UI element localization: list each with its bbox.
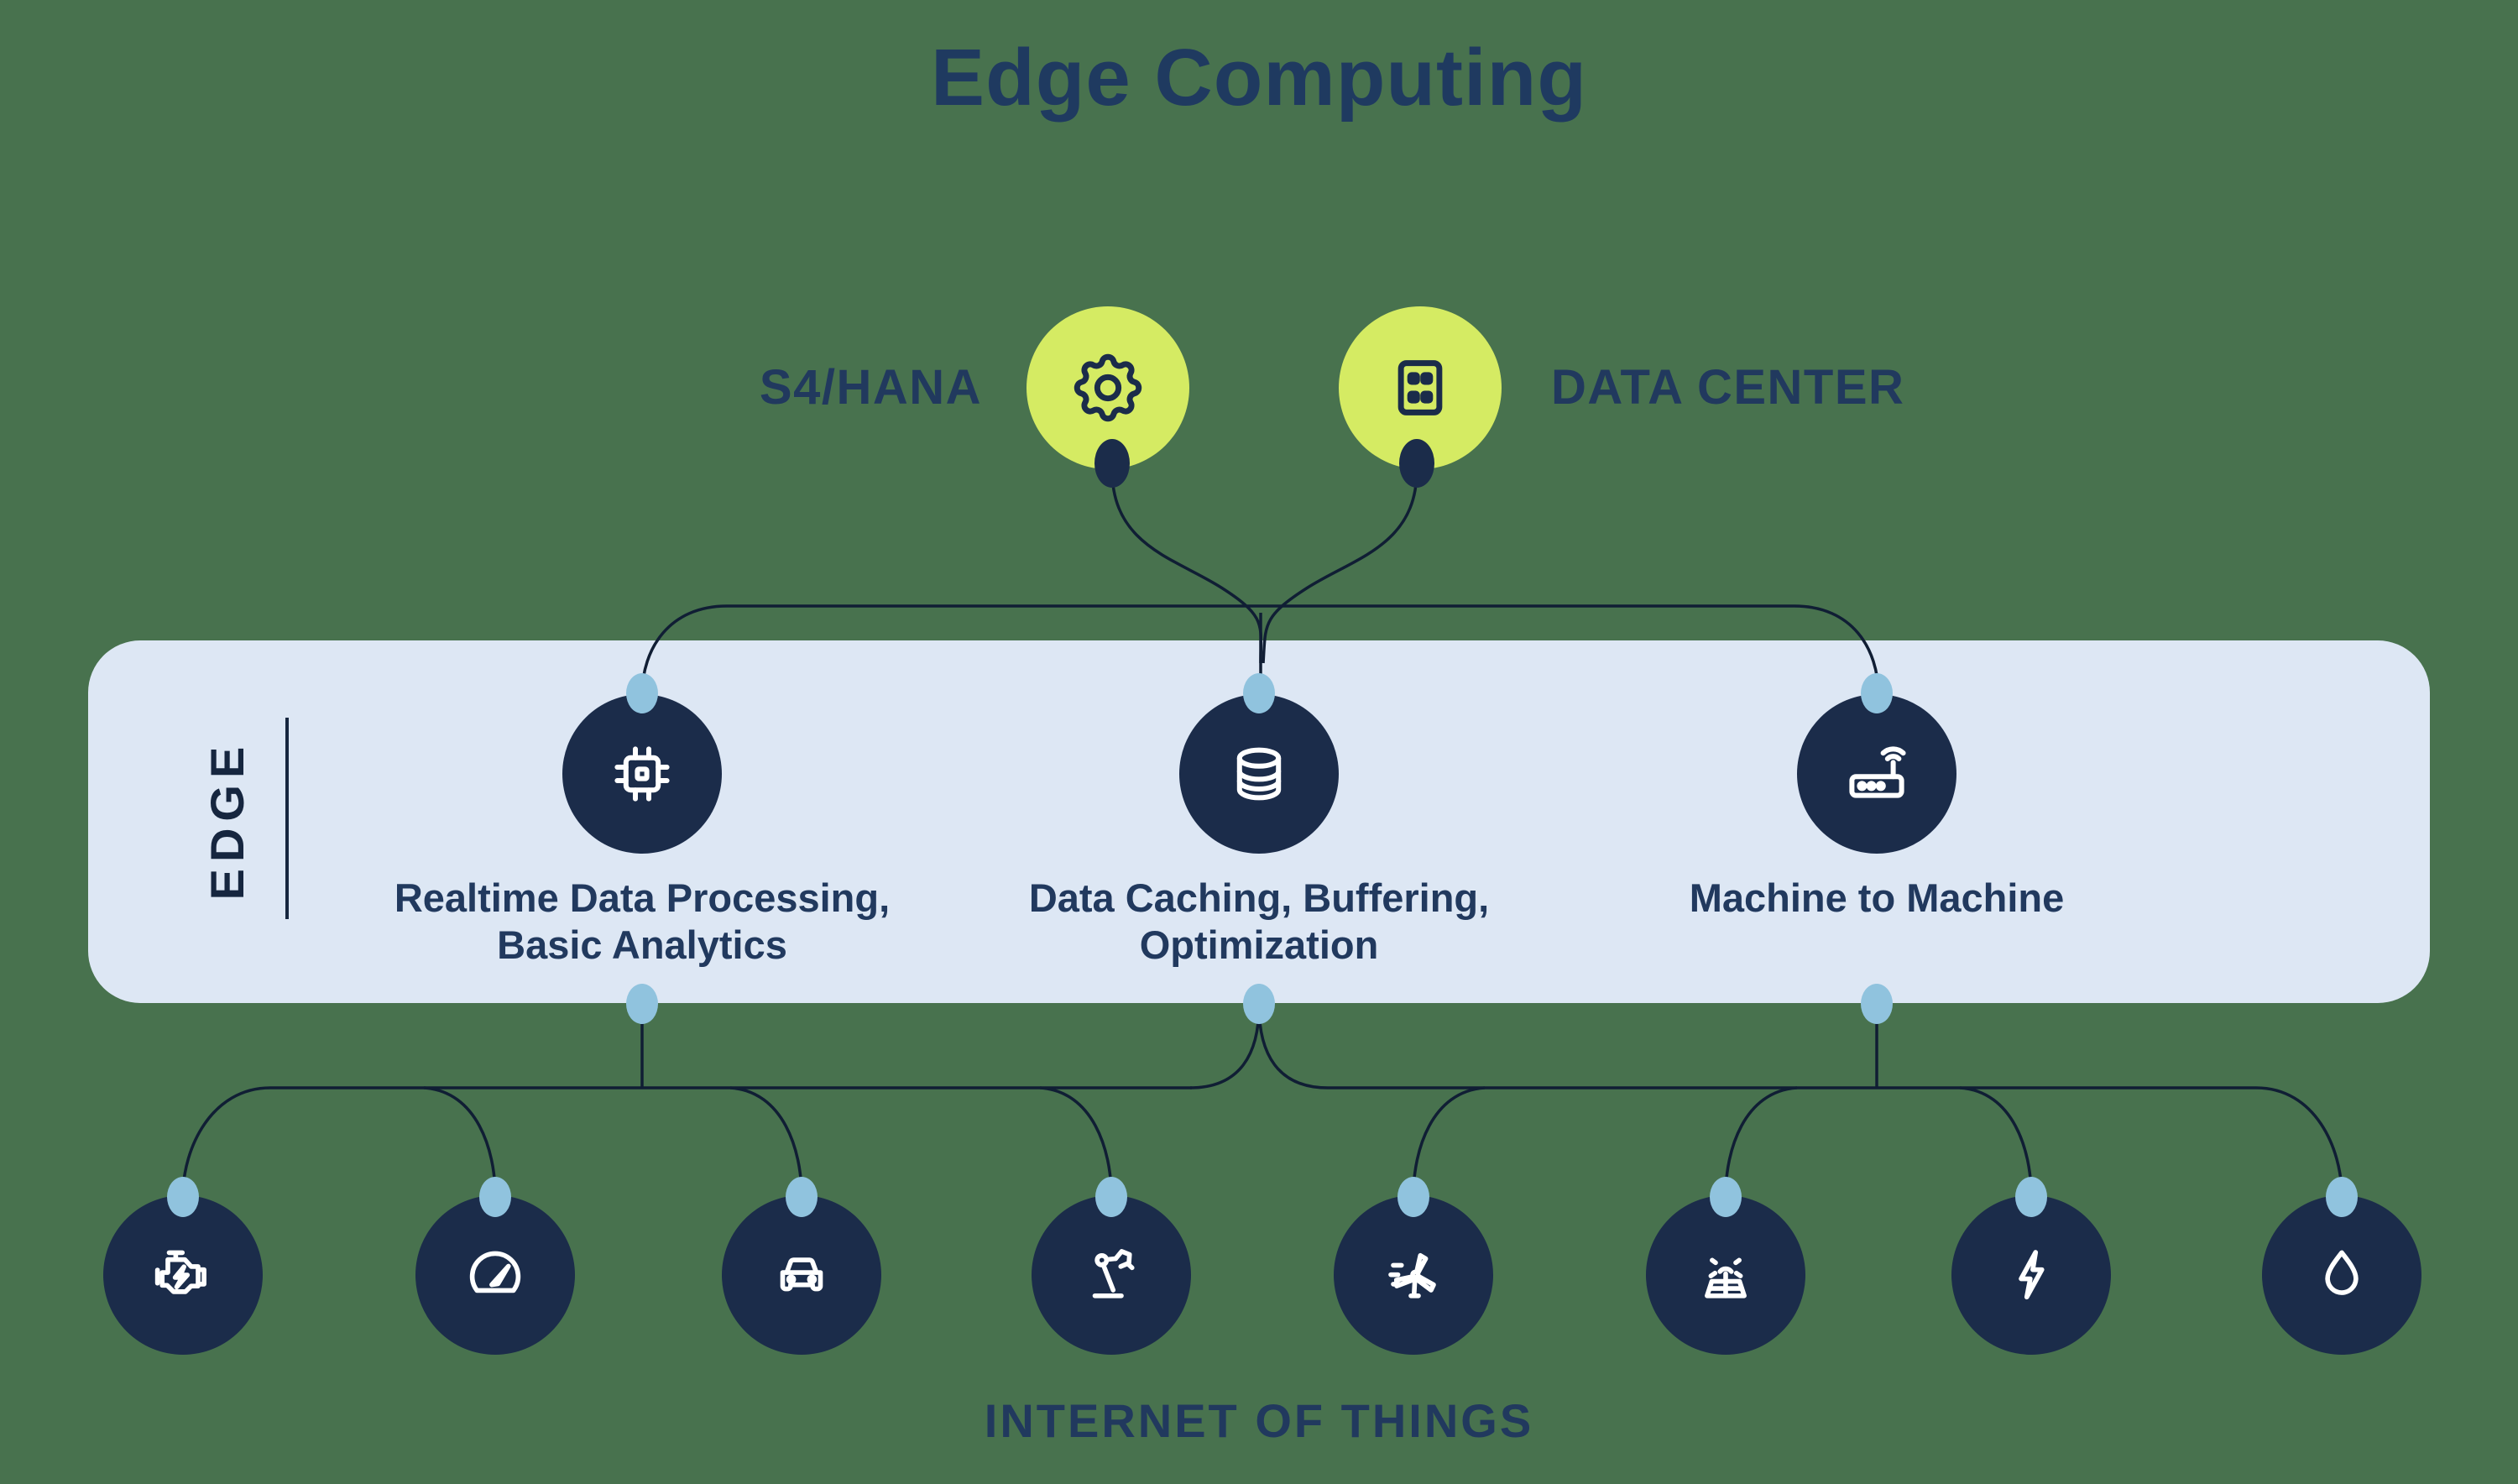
connector-edge-middle-right-feeder <box>1257 1005 1329 1089</box>
edge-node-m2m <box>1797 694 1956 854</box>
page-title: Edge Computing <box>931 33 1587 123</box>
iot-node-speedometer <box>415 1195 575 1355</box>
edge-node-caching-label-line2: Optimization <box>1139 922 1379 967</box>
car-icon <box>780 1257 823 1292</box>
connector-edge-middle-left-feeder <box>1189 1005 1261 1089</box>
connector-bottom-left-trunk <box>181 1086 1192 1196</box>
iot-node-engine <box>103 1195 263 1355</box>
robot-arm-icon <box>1092 1249 1135 1298</box>
speedometer-icon <box>469 1251 521 1293</box>
edge-node-caching-label: Data Caching, Buffering, Optimization <box>923 875 1595 969</box>
edge-label-divider <box>285 718 289 919</box>
edge-node-processing-label-line1: Realtime Data Processing, <box>394 875 891 920</box>
cpu-chip-icon <box>614 746 670 802</box>
edge-node-caching-label-line1: Data Caching, Buffering, <box>1028 875 1490 920</box>
gear-icon <box>1074 353 1142 422</box>
connector-drop-car <box>729 1086 803 1196</box>
connector-s4hana-to-junction <box>1110 469 1263 664</box>
iot-layer-label: INTERNET OF THINGS <box>984 1394 1534 1447</box>
connector-datacenter-to-junction <box>1262 469 1418 664</box>
datacenter-label: DATA CENTER <box>1551 360 1905 415</box>
edge-node-processing-label-line2: Basic Analytics <box>497 922 787 967</box>
iot-node-solar-panel <box>1646 1195 1805 1355</box>
connector-drop-speedometer <box>423 1086 497 1196</box>
datacenter-node <box>1339 306 1502 469</box>
connector-bottom-right-trunk <box>1328 1086 2343 1196</box>
iot-node-lightning <box>1951 1195 2111 1355</box>
server-unit-icon <box>1397 360 1443 415</box>
s4hana-node <box>1027 306 1189 469</box>
iot-node-water <box>2262 1195 2421 1355</box>
database-icon <box>1236 747 1282 801</box>
s4hana-label: S4/HANA <box>759 360 982 415</box>
water-drop-icon <box>2325 1250 2359 1295</box>
edge-node-caching <box>1179 694 1339 854</box>
edge-node-m2m-label-line1: Machine to Machine <box>1689 875 2065 920</box>
iot-node-car <box>722 1195 881 1355</box>
connector-drop-robot-arm <box>1039 1086 1113 1196</box>
connector-drop-lightning <box>1959 1086 2033 1196</box>
engine-icon <box>154 1250 206 1294</box>
edge-layer-label: EDGE <box>200 739 253 901</box>
edge-node-processing <box>562 694 722 854</box>
router-icon <box>1849 746 1906 798</box>
lightning-bolt-icon <box>2019 1250 2045 1300</box>
iot-node-robot-arm <box>1032 1195 1191 1355</box>
edge-node-processing-label: Realtime Data Processing, Basic Analytic… <box>306 875 978 969</box>
connector-drop-solar-panel <box>1724 1086 1798 1196</box>
iot-node-wind-turbine <box>1334 1195 1493 1355</box>
solar-panel-icon <box>1705 1257 1747 1298</box>
connector-drop-wind-turbine <box>1412 1086 1486 1196</box>
wind-turbine-icon <box>1388 1252 1436 1298</box>
edge-node-m2m-label: Machine to Machine <box>1541 875 2212 922</box>
